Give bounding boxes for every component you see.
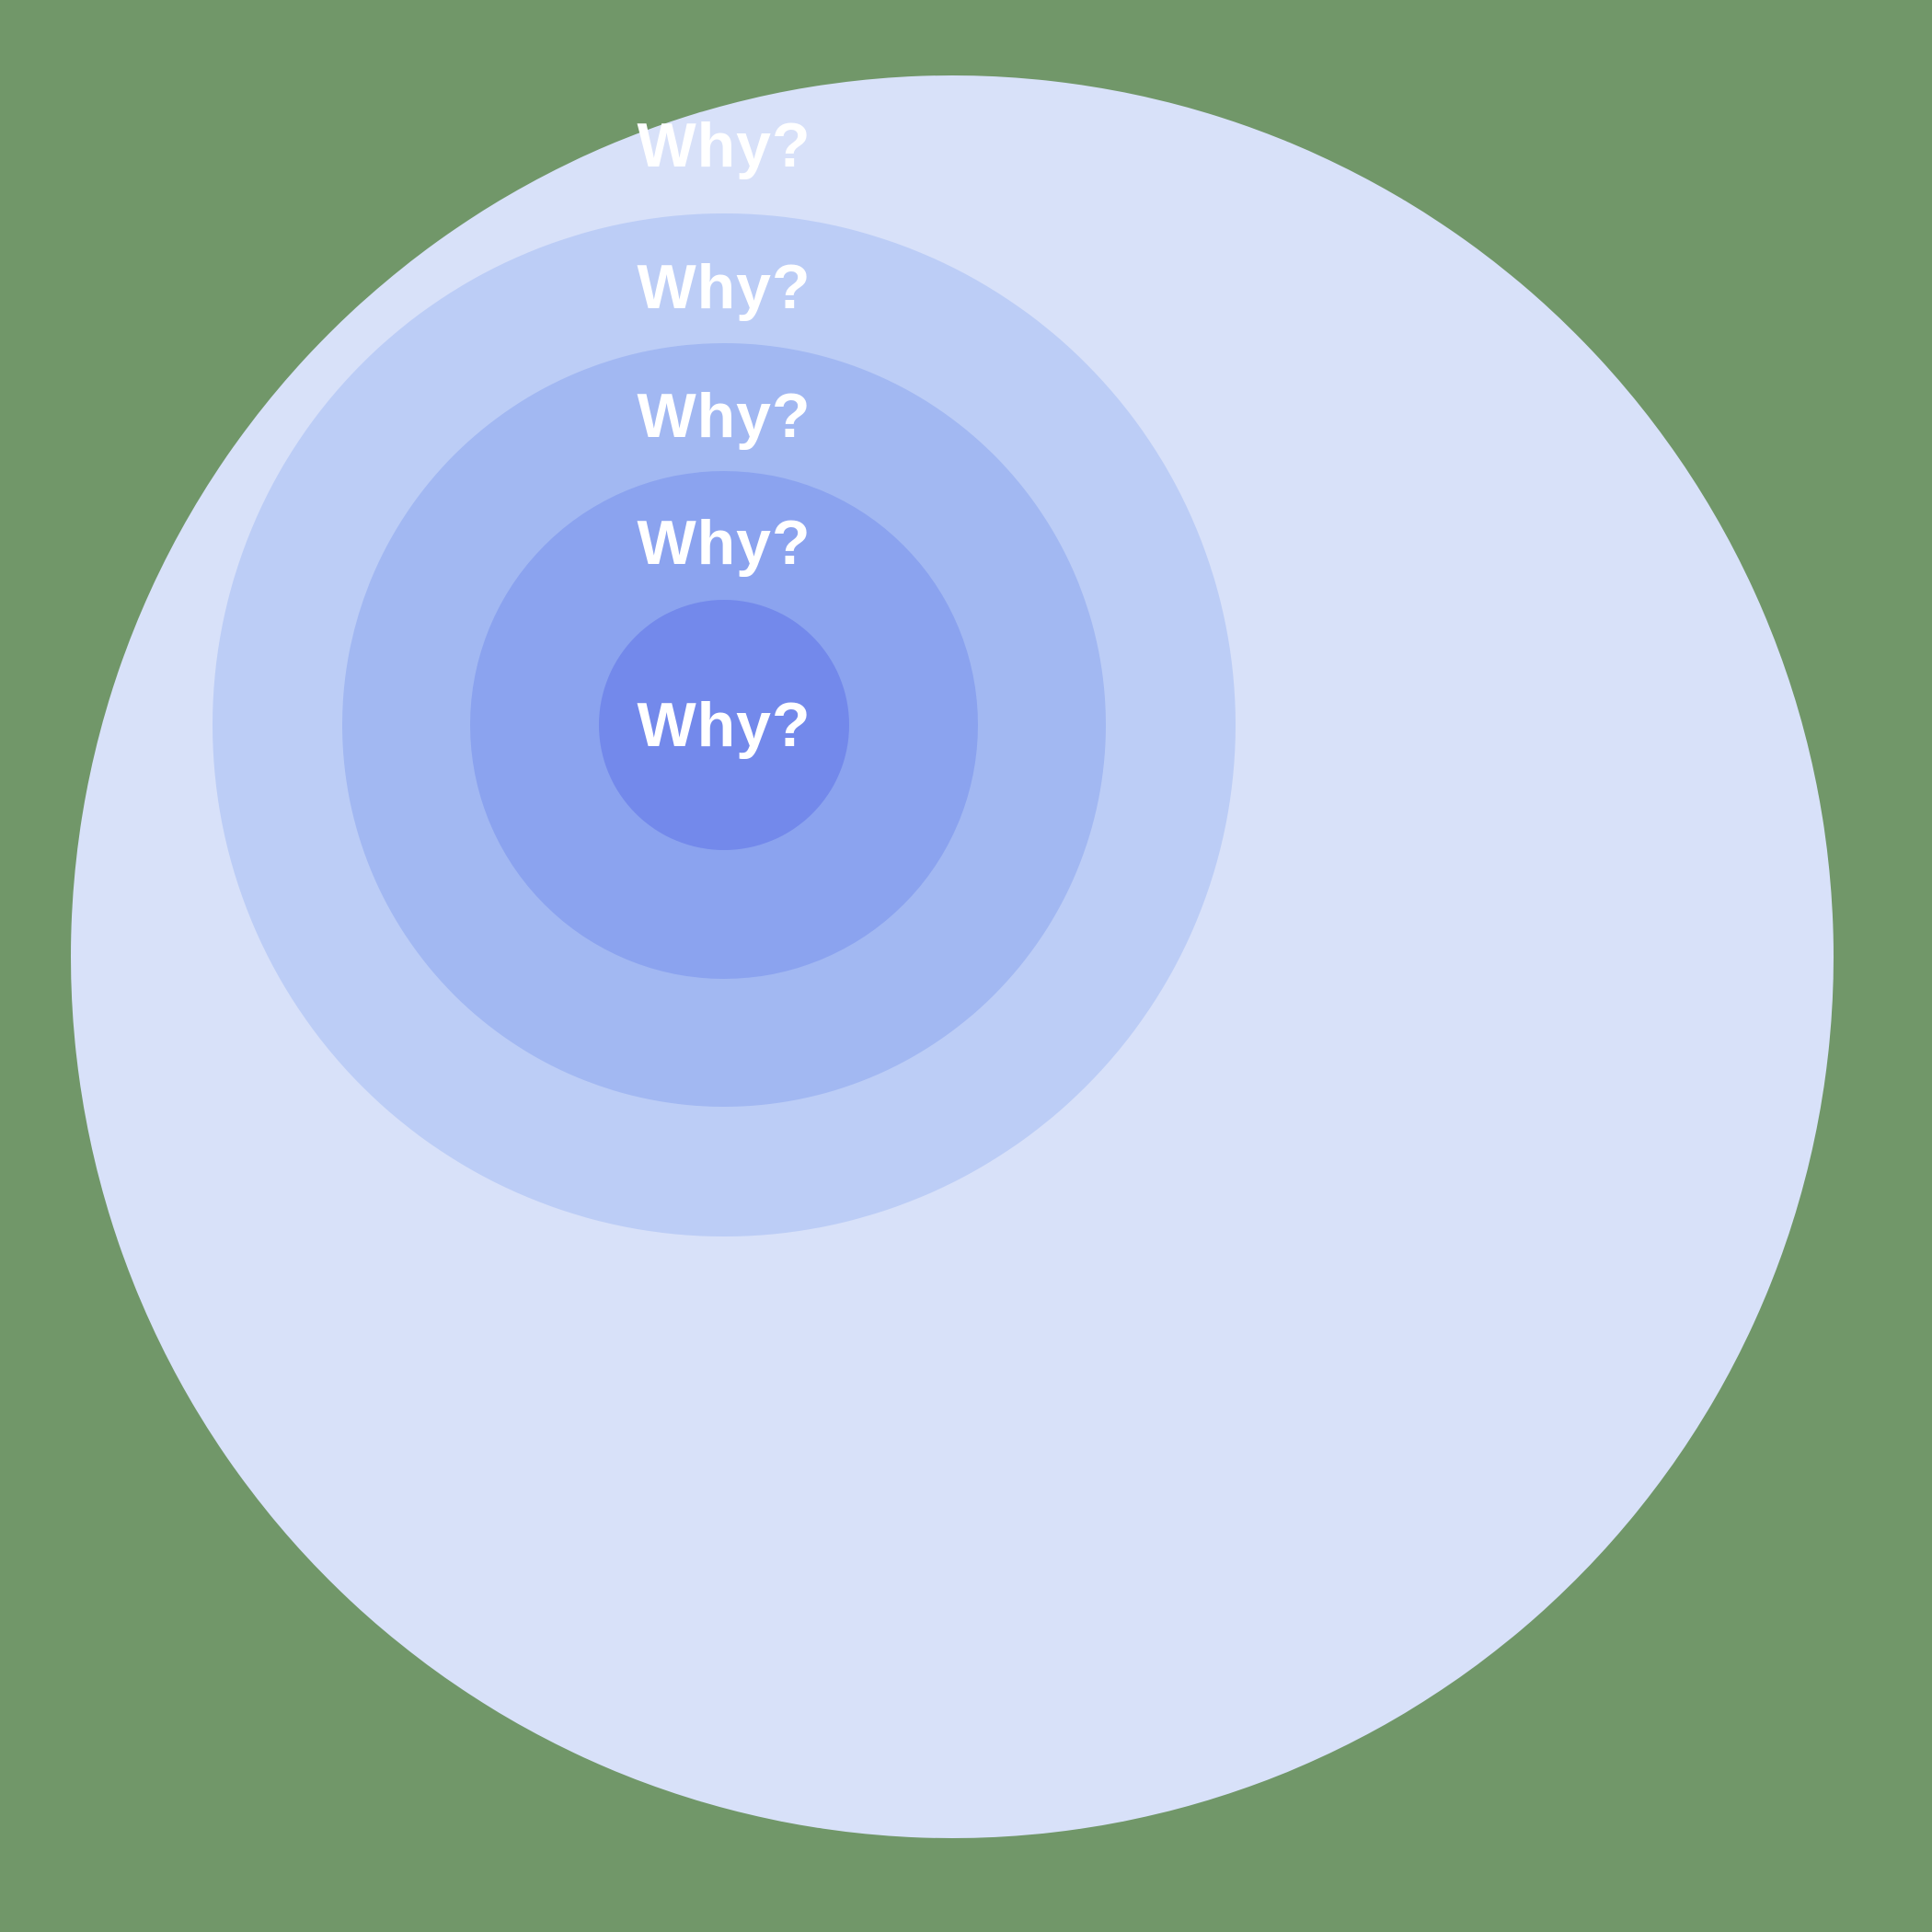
- why-label-2: Why?: [637, 252, 811, 322]
- ring-5-circle: [599, 600, 849, 850]
- why-label-4: Why?: [637, 508, 811, 578]
- why-label-1: Why?: [637, 110, 811, 180]
- why-label-3: Why?: [637, 381, 811, 451]
- why-label-5: Why?: [637, 690, 811, 760]
